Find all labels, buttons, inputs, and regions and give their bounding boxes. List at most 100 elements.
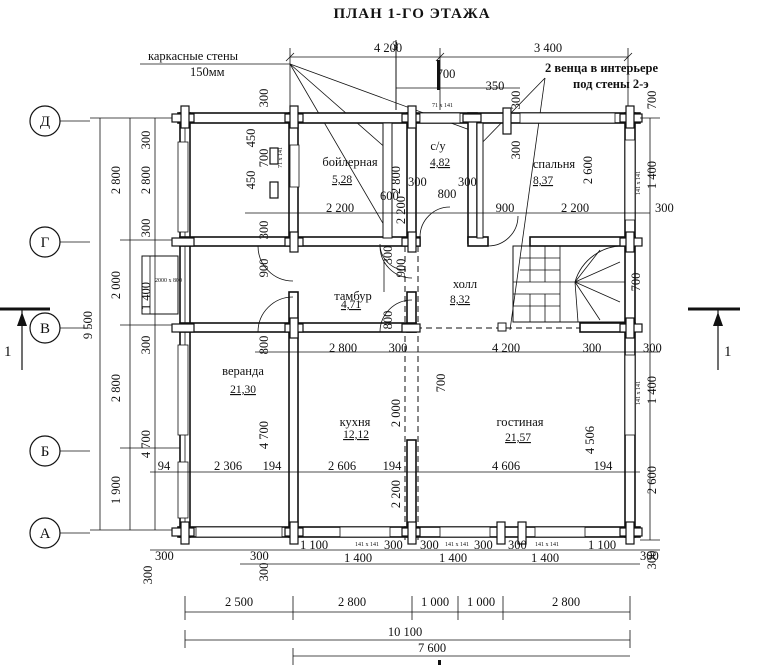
room-wc-name: с/у [430, 139, 446, 153]
room-veranda-area: 21,30 [230, 384, 256, 396]
dimv-300-top-b: 300 [509, 91, 523, 110]
right-dimensions: 2 600 1 400 700 700 1 400 2 600 300 [581, 91, 660, 569]
dim-bs-300-b: 300 [250, 549, 269, 563]
section-markers: 1 1 [0, 307, 740, 370]
dimv-right-700-top: 700 [645, 91, 659, 110]
dimv-4506: 4 506 [583, 426, 597, 454]
dim-bs-300-g: 300 [640, 549, 659, 563]
dimv-bs-300: 300 [141, 566, 155, 585]
dimv-2000: 2 000 [389, 399, 403, 427]
dim-r3-194-c: 194 [594, 459, 614, 473]
window-label-boiler: 71 x 141 [278, 147, 284, 168]
dim-left-2000: 2 000 [109, 271, 123, 299]
dim-top-3400: 3 400 [534, 41, 562, 55]
dimv-450: 450 [244, 129, 258, 148]
dim-bs-300-a: 300 [155, 549, 174, 563]
dim-bs-1100: 1 100 [300, 538, 328, 552]
dim-r2-2800: 2 800 [329, 341, 357, 355]
room-bedroom-name: спальня [533, 157, 576, 171]
room-bedroom-area: 8,37 [533, 175, 553, 187]
room-vestibule-area: 4,71 [341, 299, 361, 311]
dim-left-inner-4700: 4 700 [139, 430, 153, 458]
window-label-bottom-3: 141 x 141 [535, 542, 559, 548]
room-labels: бойлерная 5,28 с/у 4,82 спальня 8,37 хол… [222, 139, 575, 444]
dim-r3-194-b: 194 [383, 459, 403, 473]
dim-bs-1100-b: 1 100 [588, 538, 616, 552]
axis-markers: Д Г В Б А [29, 105, 90, 549]
axis-b: Б [41, 444, 50, 460]
dimv-300-top: 300 [257, 89, 271, 108]
plan-title: ПЛАН 1-ГО ЭТАЖА [333, 6, 490, 22]
room-boiler-area: 5,28 [332, 174, 352, 186]
dim-bs-1400-c: 1 400 [531, 551, 559, 565]
dimv-4700: 4 700 [257, 421, 271, 449]
room-boiler-name: бойлерная [322, 155, 378, 169]
dim-r3-2606: 2 606 [328, 459, 356, 473]
axis-v: В [40, 321, 50, 337]
windows: 71 x 141 141 x 141 141 x 141 141 x 141 1… [177, 112, 642, 548]
note-frame-walls-size: 150мм [190, 65, 225, 79]
dim-bs-300-c: 300 [384, 538, 403, 552]
note-frame-walls: каркасные стены [148, 49, 239, 63]
dim-r1-2200-b: 2 200 [561, 201, 589, 215]
section-label-right: 1 [724, 344, 732, 360]
walls [171, 105, 643, 545]
dimv-900-b: 900 [394, 259, 408, 278]
room-hall-area: 8,32 [450, 294, 470, 306]
dim-bs-300-f: 300 [508, 538, 527, 552]
window-label-top: 71 x 141 [432, 103, 453, 109]
dim-600: 600 [380, 189, 399, 203]
dim-b1-2800: 2 800 [338, 595, 366, 609]
dim-r3-194: 194 [263, 459, 283, 473]
dim-bs-300-d: 300 [420, 538, 439, 552]
dim-r2-300-b: 300 [583, 341, 602, 355]
dimv-300-c: 300 [381, 246, 395, 265]
note-crowns: 2 венца в интерьере [545, 61, 658, 75]
dim-left-1900: 1 900 [109, 476, 123, 504]
dimv-right-2600: 2 600 [581, 156, 595, 184]
dim-b1-2500: 2 500 [225, 595, 253, 609]
left-dimensions: 2 800 2 000 2 800 1 900 9 500 300 2 800 … [81, 117, 190, 531]
door-label: 2000 x 800 [155, 278, 182, 284]
dim-r3-94: 94 [158, 459, 171, 473]
room-kitchen-name: кухня [340, 415, 371, 429]
window-label-right-top: 141 x 141 [636, 171, 642, 195]
window-label-bottom-1: 141 x 141 [355, 542, 379, 548]
room-hall-name: холл [453, 277, 477, 291]
dimv-300-g: 300 [257, 221, 271, 240]
room-veranda-name: веранда [222, 364, 264, 378]
dimv-bs-300-b: 300 [257, 563, 271, 582]
dim-top-350: 350 [486, 79, 505, 93]
dim-top-3-mark: 3 [392, 39, 398, 53]
dim-b1-2800-b: 2 800 [552, 595, 580, 609]
room-vestibule-name: тамбур [334, 289, 371, 303]
dim-left-inner-300-c: 300 [139, 336, 153, 355]
interior-vertical-dimensions: 450 700 450 300 2 800 2 200 800 600 300 … [244, 89, 597, 508]
room-wc-area: 4,82 [430, 157, 450, 169]
dimv-700: 700 [257, 149, 271, 168]
interior-dimensions: 2 200 800 900 2 200 300 2 800 300 4 200 … [150, 187, 674, 473]
dimv-800: 800 [381, 311, 395, 330]
dim-r1-900: 900 [496, 201, 515, 215]
dimv-2200: 2 200 [394, 196, 408, 224]
dim-r1-300: 300 [655, 201, 674, 215]
dim-r3-4606: 4 606 [492, 459, 520, 473]
dimv-2200-b: 2 200 [389, 480, 403, 508]
axis-d: Д [40, 114, 50, 130]
dimv-2800: 2 800 [389, 166, 403, 194]
dim-b-total-10100: 10 100 [388, 625, 422, 639]
dim-bs-1400-b: 1 400 [439, 551, 467, 565]
top-dimensions: 4 200 3 400 700 350 71 x 141 3 [285, 39, 633, 110]
dim-left-inner-300-b: 300 [139, 219, 153, 238]
dimv-900: 900 [257, 259, 271, 278]
bottom-small-dimensions: 300 300 1 100 1 400 300 300 1 400 300 1 … [141, 538, 660, 584]
dim-r1-800: 800 [438, 187, 457, 201]
axis-g: Г [41, 235, 50, 251]
dim-left-inner-300: 300 [139, 131, 153, 150]
bottom-dimensions: 2 500 2 800 1 000 1 000 2 800 10 100 7 6… [184, 595, 631, 665]
door-swings [257, 206, 519, 333]
dimv-800-b: 800 [257, 336, 271, 355]
dimv-450-b: 450 [244, 171, 258, 190]
dimv-right-700: 700 [629, 273, 643, 292]
dim-left-2800-b: 2 800 [109, 374, 123, 402]
